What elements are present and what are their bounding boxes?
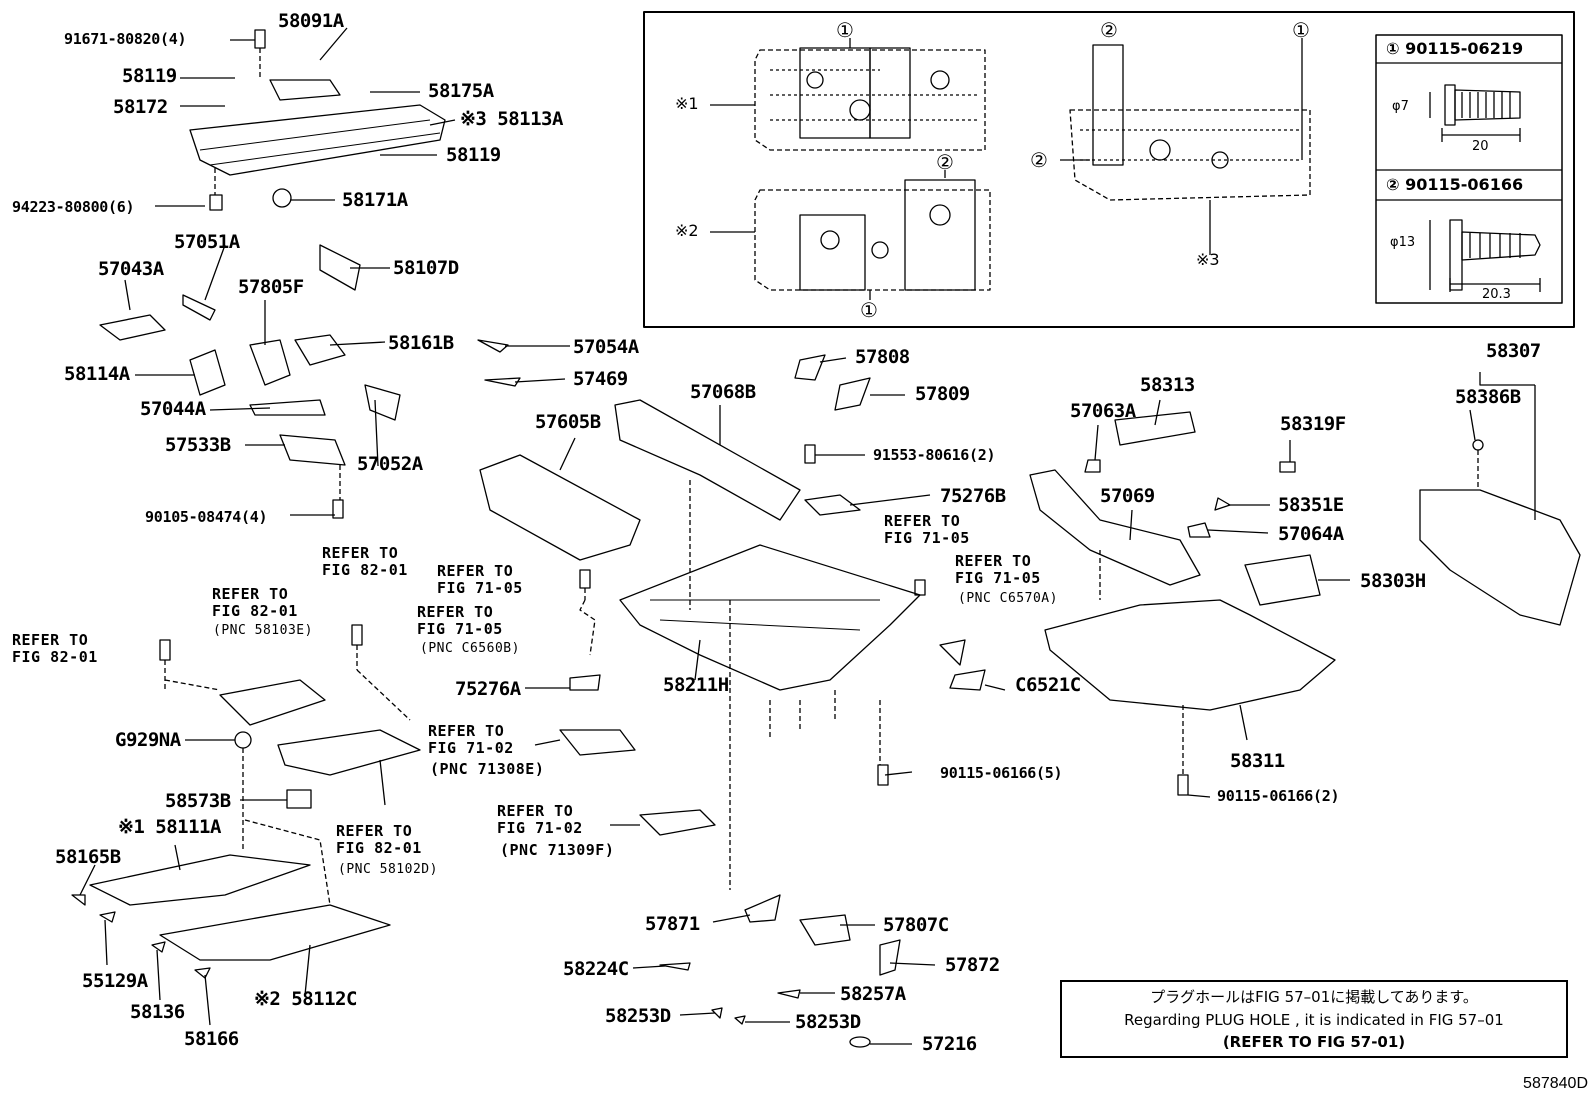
pnc-label: (PNC 71309F)	[500, 841, 615, 859]
part-label[interactable]: G929NA	[115, 729, 181, 751]
part-label[interactable]: 75276B	[940, 485, 1006, 507]
part-label[interactable]: 57469	[573, 368, 628, 390]
part-label[interactable]: 57054A	[573, 336, 639, 358]
part-label[interactable]: 57216	[922, 1033, 977, 1055]
part-label[interactable]: 57064A	[1278, 523, 1344, 545]
part-label[interactable]: 57051A	[174, 231, 240, 253]
part-label[interactable]: 57043A	[98, 258, 164, 280]
part-label[interactable]: 58253D	[605, 1005, 671, 1027]
part-label[interactable]: 58119	[122, 65, 177, 87]
part-label[interactable]: 90115-06166(2)	[1217, 787, 1340, 805]
part-label[interactable]: 90105-08474(4)	[145, 508, 268, 526]
inset-ref-2: ※2	[675, 221, 699, 240]
part-label[interactable]: 57807C	[883, 914, 949, 936]
part-label[interactable]: 58136	[130, 1001, 185, 1023]
pnc-label: (PNC 71308E)	[430, 760, 545, 778]
refer-to-label[interactable]: REFER TO FIG 82-01	[336, 822, 422, 858]
part-label[interactable]: 58119	[446, 144, 501, 166]
pnc-label: (PNC 58102D)	[338, 862, 438, 877]
part-label[interactable]: ※3 58113A	[460, 108, 563, 130]
refer-to-label[interactable]: REFER TO FIG 71-05	[955, 552, 1041, 588]
part-label[interactable]: 75276A	[455, 678, 521, 700]
part-label[interactable]: 58313	[1140, 374, 1195, 396]
bolt-mark-2: ②	[1100, 18, 1118, 42]
pnc-label: (PNC C6570A)	[958, 591, 1058, 606]
part-label[interactable]: 58351E	[1278, 494, 1344, 516]
part-label[interactable]: 58165B	[55, 846, 121, 868]
part-label[interactable]: 58091A	[278, 10, 344, 32]
part-label[interactable]: 55129A	[82, 970, 148, 992]
part-label[interactable]: C6521C	[1015, 674, 1081, 696]
part-label[interactable]: ※2 58112C	[254, 988, 357, 1010]
part-label[interactable]: 57871	[645, 913, 700, 935]
note-jp: プラグホールはFIG 57–01に掲載してあります。	[1150, 988, 1478, 1006]
part-label[interactable]: 58319F	[1280, 413, 1346, 435]
part-label[interactable]: 58107D	[393, 257, 459, 279]
part-label[interactable]: 57068B	[690, 381, 756, 403]
part-label[interactable]: 58161B	[388, 332, 454, 354]
bolt-mark-2: ②	[936, 150, 954, 174]
refer-to-label[interactable]: REFER TO FIG 71-05	[884, 512, 970, 548]
part-label[interactable]: 57809	[915, 383, 970, 405]
part-label[interactable]: 58303H	[1360, 570, 1426, 592]
bolt-mark-1: ①	[1292, 18, 1310, 42]
part-label[interactable]: 58311	[1230, 750, 1285, 772]
bolt-mark-2: ②	[1030, 148, 1048, 172]
part-label[interactable]: 58172	[113, 96, 168, 118]
part-label[interactable]: 57044A	[140, 398, 206, 420]
part-label[interactable]: 58171A	[342, 189, 408, 211]
figure-code: 587840D	[1523, 1075, 1588, 1092]
bolt-diameter: φ7	[1392, 99, 1409, 114]
part-label[interactable]: 57605B	[535, 411, 601, 433]
part-label[interactable]: 57063A	[1070, 400, 1136, 422]
part-label[interactable]: 94223-80800(6)	[12, 198, 135, 216]
inset-ref-1: ※1	[675, 94, 699, 113]
part-label[interactable]: 58224C	[563, 958, 629, 980]
part-label[interactable]: 58257A	[840, 983, 906, 1005]
bolt-diameter: φ13	[1390, 235, 1416, 250]
pnc-label: (PNC C6560B)	[420, 641, 520, 656]
refer-to-label[interactable]: REFER TO FIG 82-01	[12, 631, 98, 667]
inset-ref-3: ※3	[1196, 250, 1220, 269]
bolt-length: 20.3	[1482, 287, 1511, 302]
note-en: Regarding PLUG HOLE , it is indicated in…	[1124, 1011, 1504, 1029]
part-label[interactable]: 58175A	[428, 80, 494, 102]
part-label[interactable]: 91553-80616(2)	[873, 446, 996, 464]
bolt-spec-title[interactable]: ① 90115-06219	[1386, 39, 1524, 58]
note-ref[interactable]: (REFER TO FIG 57-01)	[1222, 1033, 1406, 1051]
part-label[interactable]: ※1 58111A	[118, 816, 221, 838]
part-label[interactable]: 58253D	[795, 1011, 861, 1033]
part-label[interactable]: 58573B	[165, 790, 231, 812]
part-label[interactable]: 57069	[1100, 485, 1155, 507]
part-label[interactable]: 58386B	[1455, 386, 1521, 408]
part-label[interactable]: 57052A	[357, 453, 423, 475]
part-label[interactable]: 90115-06166(5)	[940, 764, 1063, 782]
refer-to-label[interactable]: REFER TO FIG 71-05	[437, 562, 523, 598]
bolt-length: 20	[1472, 139, 1489, 154]
refer-to-label[interactable]: REFER TO FIG 71-02	[497, 802, 583, 838]
bolt-spec-title[interactable]: ② 90115-06166	[1386, 175, 1524, 194]
bolt-mark-1: ①	[860, 298, 878, 322]
part-label[interactable]: 58211H	[663, 674, 729, 696]
refer-to-label[interactable]: REFER TO FIG 82-01	[322, 544, 408, 580]
part-label[interactable]: 57872	[945, 954, 1000, 976]
part-label[interactable]: 58166	[184, 1028, 239, 1050]
refer-to-label[interactable]: REFER TO FIG 82-01	[212, 585, 298, 621]
bolt-mark-1: ①	[836, 18, 854, 42]
pnc-label: (PNC 58103E)	[213, 623, 313, 638]
part-label[interactable]: 58307	[1486, 340, 1541, 362]
part-label[interactable]: 57805F	[238, 276, 304, 298]
part-label[interactable]: 91671-80820(4)	[64, 30, 187, 48]
plug-hole-note: プラグホールはFIG 57–01に掲載してあります。 Regarding PLU…	[1060, 980, 1568, 1058]
part-label[interactable]: 58114A	[64, 363, 130, 385]
refer-to-label[interactable]: REFER TO FIG 71-02	[428, 722, 514, 758]
part-label[interactable]: 57533B	[165, 434, 231, 456]
part-label[interactable]: 57808	[855, 346, 910, 368]
refer-to-label[interactable]: REFER TO FIG 71-05	[417, 603, 503, 639]
